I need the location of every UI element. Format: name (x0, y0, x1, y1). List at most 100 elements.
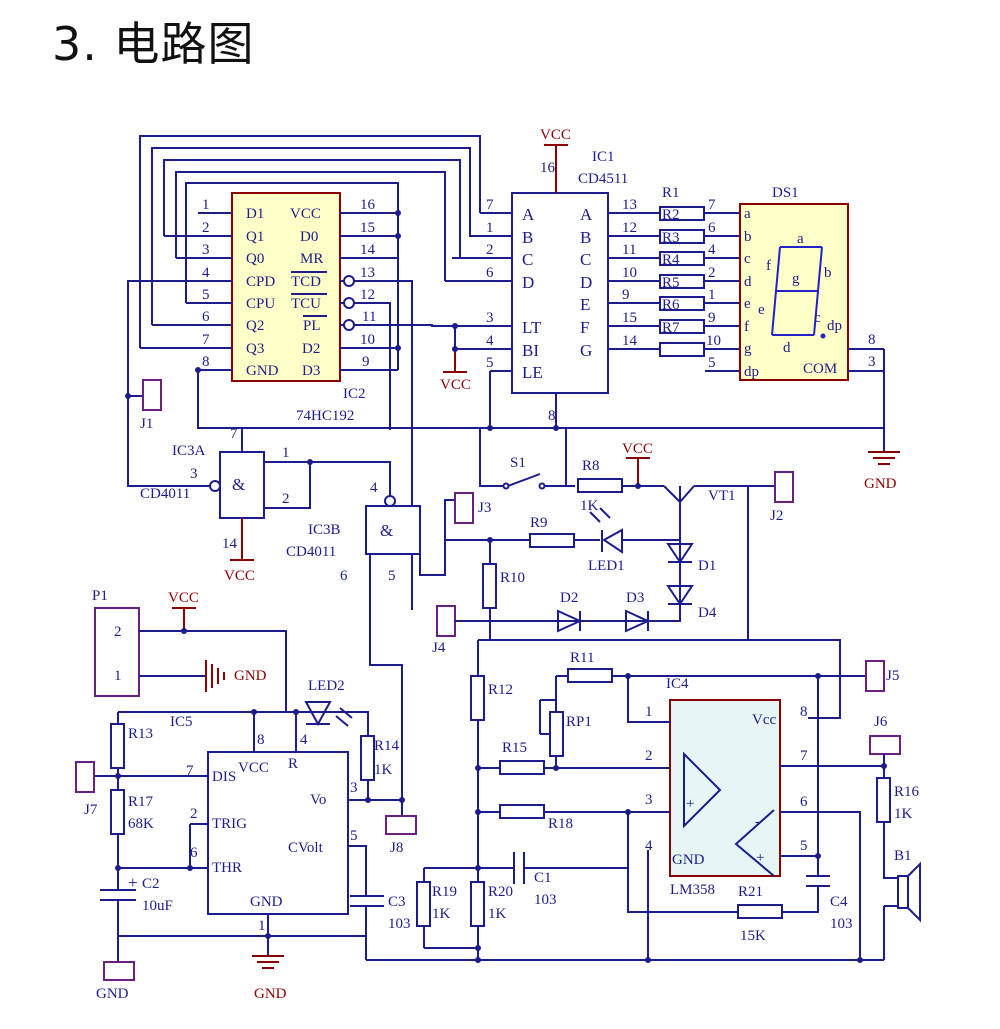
schematic-label: TRIG (212, 816, 247, 832)
schematic-label: J2 (770, 508, 783, 524)
schematic-label: J1 (140, 416, 153, 432)
schematic-label: BI (522, 341, 539, 360)
ic2-pin-num: 6 (202, 309, 210, 325)
schematic-label: 1 (486, 220, 494, 236)
schematic-label: 7 (230, 426, 238, 442)
schematic-label: 5 (800, 838, 808, 854)
schematic-label: + (756, 850, 764, 866)
p1-connector (94, 607, 140, 697)
schematic-label: 3 (486, 310, 494, 326)
ic2-pin-num: 3 (202, 242, 210, 258)
ic2-pin-name: D1 (246, 206, 264, 222)
ic2-pin-num: 10 (360, 332, 375, 348)
ic2-pin-name: VCC (290, 206, 321, 222)
schematic-label: 5 (350, 828, 358, 844)
ic2-pin-name: D2 (302, 341, 320, 357)
schematic-label: 5 (708, 355, 716, 371)
schematic-label: 7 (708, 197, 716, 213)
ic2-pin-name: Q1 (246, 229, 264, 245)
schematic-label: J6 (874, 714, 888, 730)
schematic-label: IC3A (172, 443, 206, 459)
ic2-pin-num: 5 (202, 287, 210, 303)
p1-vcc-label: VCC (168, 590, 199, 606)
schematic-label: J8 (390, 840, 403, 856)
ic2-pin-num: 1 (202, 197, 210, 213)
ic1-pins: 7 1 2 6 3 4 5 A B C D LT BI LE A B C D E… (445, 144, 660, 428)
ic2-pins: 1 2 3 4 5 6 7 8 D1 Q1 Q0 CPD CPU Q2 Q3 G… (198, 197, 398, 379)
schematic-label: f (744, 319, 749, 335)
schematic-label: RP1 (566, 714, 592, 730)
schematic-label: f (766, 258, 771, 274)
schematic-label: d (783, 340, 791, 356)
schematic-label: 16 (540, 160, 556, 176)
ic2-pl-bubble (343, 319, 355, 331)
ic2-pin-name: D0 (300, 229, 318, 245)
schematic-label: LED1 (588, 558, 625, 574)
schematic-label: R16 (894, 784, 920, 800)
ic2-pin-name: MR (300, 251, 323, 267)
schematic-label: R (288, 756, 298, 772)
schematic-label: 1K (374, 762, 393, 778)
ic5-ref: IC5 (170, 714, 193, 730)
schematic-label: R17 (128, 794, 154, 810)
schematic-label: 5 (486, 355, 494, 371)
schematic-label: LT (522, 318, 542, 337)
schematic-label: B (522, 228, 533, 247)
ds1-com-label: COM (803, 361, 837, 377)
schematic-label: 14 (222, 536, 238, 552)
schematic-label: DIS (212, 769, 236, 785)
schematic-label: a (744, 206, 751, 222)
schematic-label: 5 (388, 568, 396, 584)
ic2-pin-num: 7 (202, 332, 210, 348)
schematic-label: 14 (622, 333, 638, 349)
schematic-label: A (522, 205, 535, 224)
schematic-label: 8 (800, 704, 808, 720)
ic2-pin-num: 14 (360, 242, 376, 258)
schematic-label: D3 (626, 590, 644, 606)
ic2-pin-name: CPD (246, 274, 275, 290)
r8-vcc-label: VCC (622, 441, 653, 457)
schematic-label: 11 (622, 242, 636, 258)
ic1-lt-vcc-label: VCC (440, 377, 471, 393)
schematic-label: g (792, 271, 800, 287)
ic2-pin-num: 13 (360, 265, 375, 281)
j6-header (869, 735, 901, 755)
j7-header (75, 761, 95, 793)
schematic-label: J4 (432, 640, 446, 656)
ic2-pin-num: 16 (360, 197, 376, 213)
schematic-label: dp (827, 318, 842, 334)
schematic-label: R20 (488, 884, 513, 900)
schematic-label: 9 (622, 287, 630, 303)
schematic-label: & (232, 475, 245, 494)
schematic-label: Vo (310, 792, 326, 808)
schematic-label: c (744, 251, 751, 267)
segment-resistors (659, 206, 740, 372)
schematic-label: R2 (662, 207, 680, 223)
schematic-label: R3 (662, 230, 680, 246)
schematic-label: R15 (502, 740, 527, 756)
ic5-body (207, 751, 349, 915)
schematic-label: VCC (238, 760, 269, 776)
schematic-label: 4 (300, 732, 308, 748)
j5-header (865, 660, 885, 692)
schematic-label: & (380, 521, 393, 540)
ic3b-body (365, 505, 421, 555)
schematic-label: R11 (570, 650, 594, 666)
schematic-label: 3 (190, 466, 198, 482)
ic2-pin-name: GND (246, 363, 279, 379)
schematic-label: 6 (486, 265, 494, 281)
schematic-label: C4 (830, 894, 848, 910)
schematic-label: Vcc (752, 712, 776, 728)
schematic-label: R6 (662, 297, 680, 313)
ic2-pin-name: CPU (246, 296, 275, 312)
schematic-label: 7 (486, 197, 494, 213)
schematic-label: R5 (662, 275, 680, 291)
schematic-label: THR (212, 860, 242, 876)
gnd-label-bottom: GND (254, 986, 287, 1002)
schematic-label: 12 (622, 220, 637, 236)
schematic-label: 4 (486, 333, 494, 349)
schematic-label: P1 (92, 588, 108, 604)
ic1-vcc-label: VCC (540, 127, 571, 143)
schematic-label: R12 (488, 682, 513, 698)
ic2-pin-num: 9 (362, 354, 370, 370)
